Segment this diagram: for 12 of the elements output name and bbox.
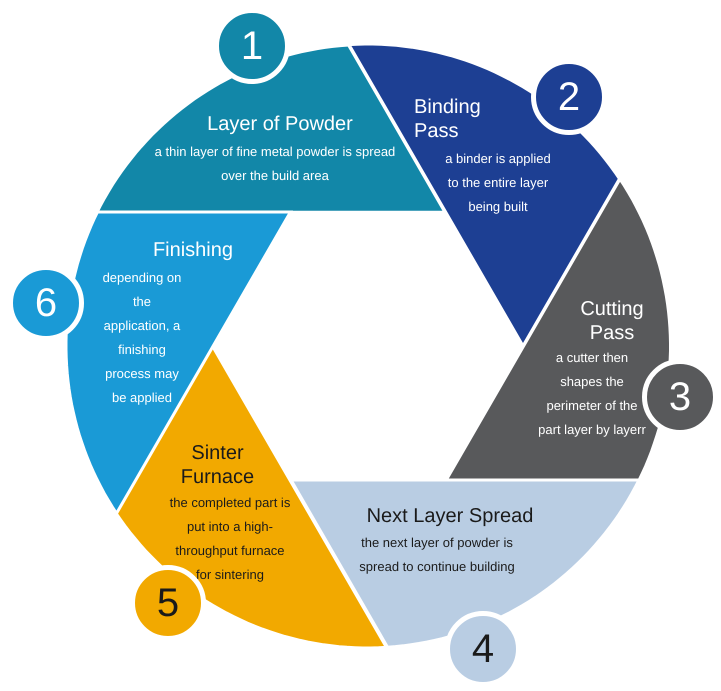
step-heading: Binding Pass bbox=[414, 94, 482, 143]
step-heading: Layer of Powder bbox=[206, 112, 354, 136]
step-description: a thin layer of fine metal powder is spread over the build area bbox=[154, 142, 396, 185]
step-heading: Cutting Pass bbox=[579, 296, 645, 345]
step-description: depending on the application, a finishing process may be applied bbox=[102, 268, 182, 407]
process-segment bbox=[66, 212, 290, 514]
step-description: the completed part is put into a high-throughput furnace for sintering bbox=[168, 494, 292, 584]
step-description: a binder is applied to the entire layer being built bbox=[444, 150, 552, 216]
step-description: the next layer of powder is spread to continue building bbox=[358, 534, 516, 576]
step-heading: Finishing bbox=[152, 238, 234, 262]
step-heading: Sinter Furnace bbox=[180, 441, 256, 489]
step-heading: Next Layer Spread bbox=[366, 504, 534, 528]
